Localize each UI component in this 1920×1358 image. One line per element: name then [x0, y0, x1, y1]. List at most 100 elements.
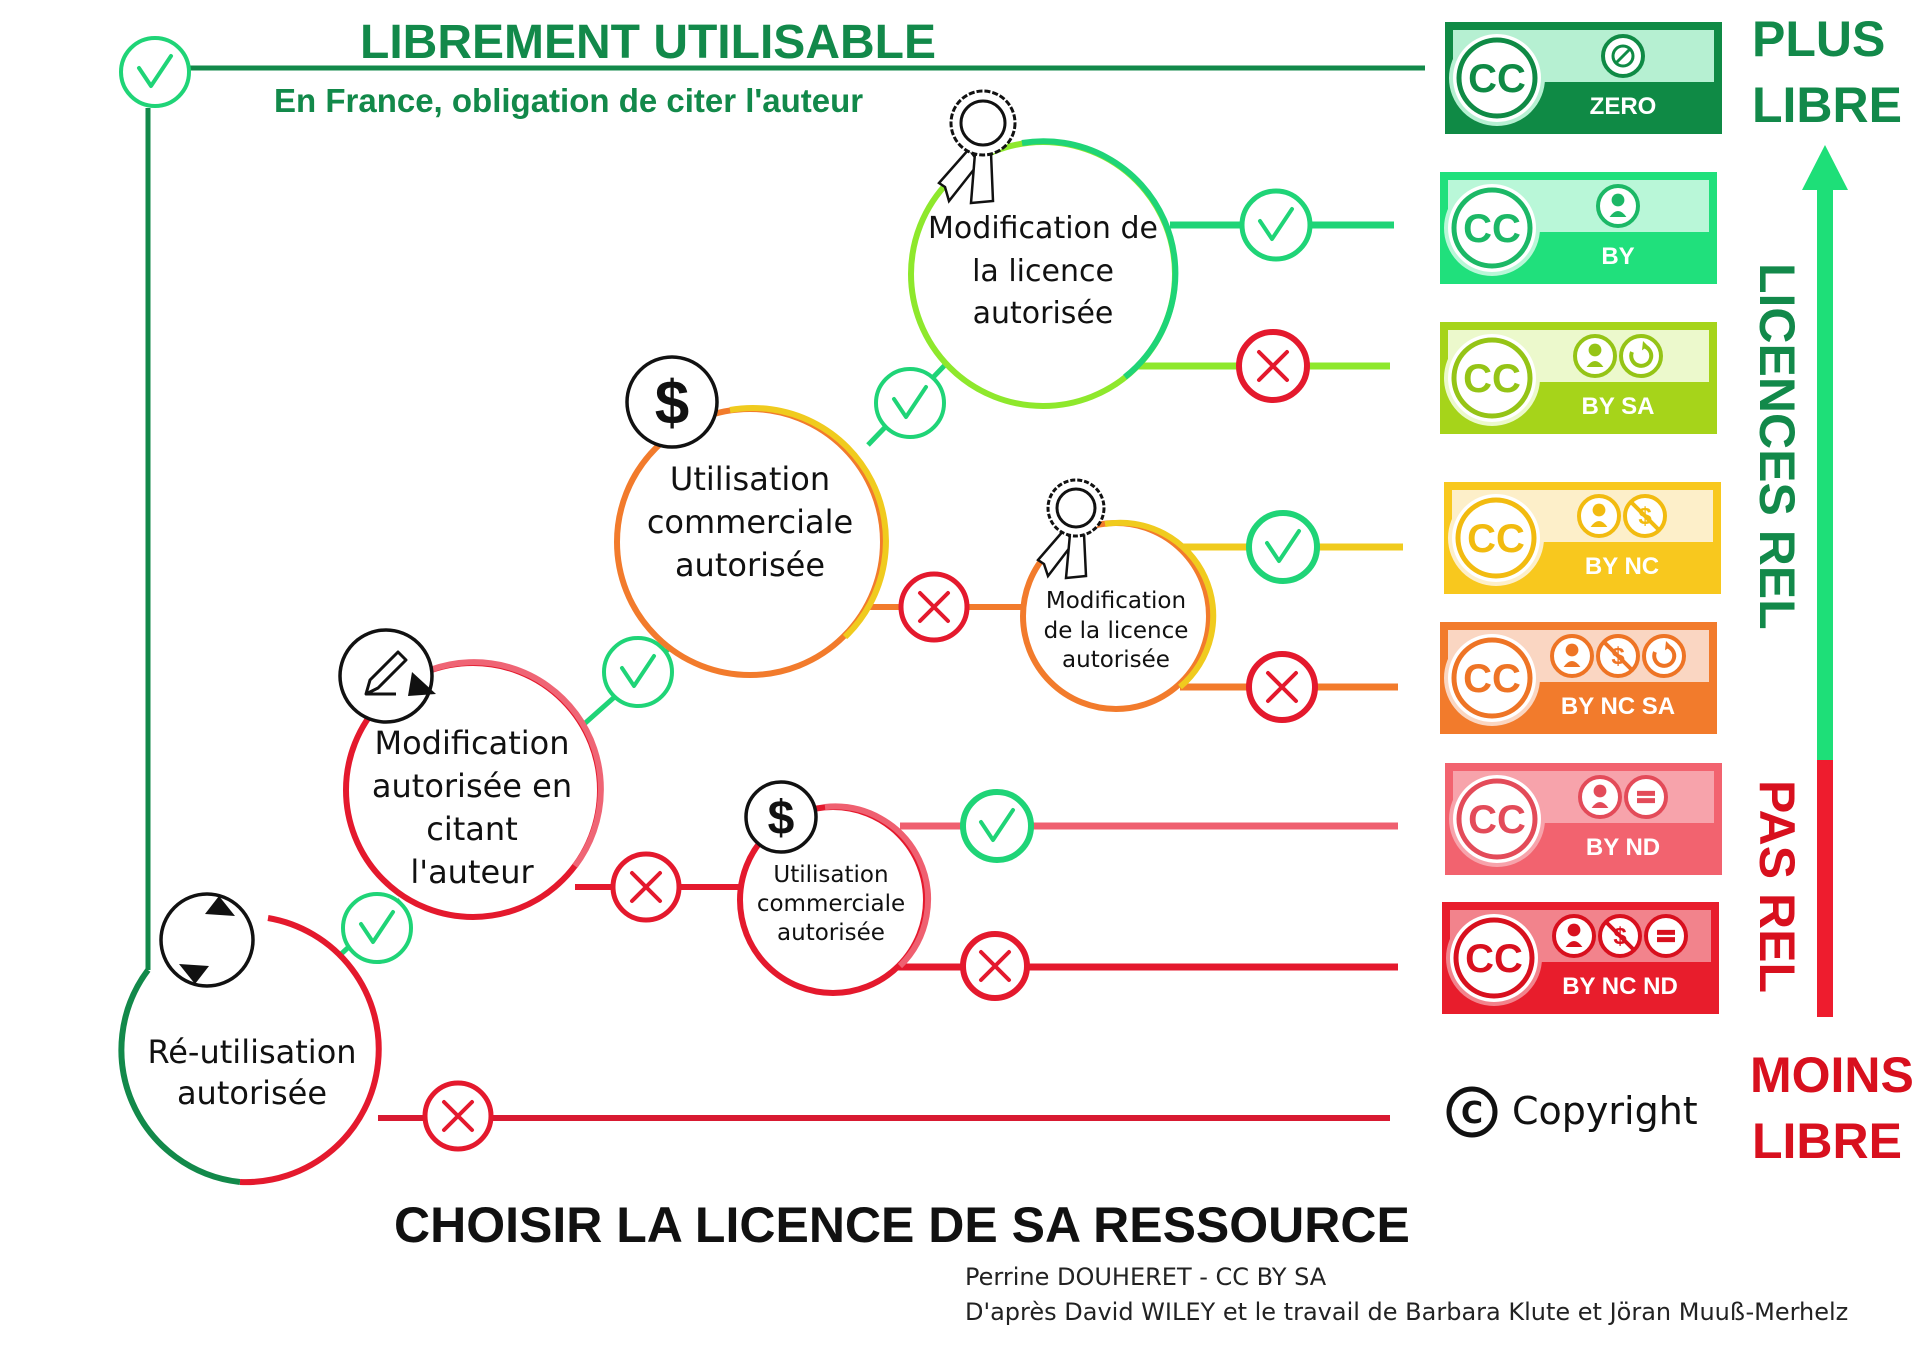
- license-terms: BY NC ND: [1562, 973, 1678, 1000]
- cross-icon: [1246, 651, 1318, 723]
- top-title: LIBREMENT UTILISABLE: [360, 16, 936, 69]
- no-derivatives-icon: [1624, 775, 1668, 819]
- node-ring: [614, 406, 886, 678]
- cc-mark: CC: [1467, 517, 1525, 561]
- node-license-mod-b: Modification de la licence autorisée: [1020, 478, 1320, 723]
- check-icon: [602, 636, 674, 708]
- cc-logo-icon: CC: [1449, 30, 1545, 126]
- cross-icon: [960, 931, 1030, 1001]
- node-label-line: la licence: [972, 254, 1114, 289]
- license-terms: BY NC SA: [1561, 693, 1675, 720]
- no-derivatives-icon: [1644, 914, 1688, 958]
- copyright-icon: C: [1446, 1086, 1498, 1138]
- non-commercial-icon: $: [1596, 634, 1640, 678]
- arrow-up-icon: [1802, 145, 1848, 190]
- node-commercial-b: Utilisation commerciale autorisée $: [737, 780, 1034, 1001]
- attribution-icon: [1596, 184, 1640, 228]
- page-title: CHOISIR LA LICENCE DE SA RESSOURCE: [394, 1197, 1410, 1253]
- node-label-line: Ré-utilisation: [147, 1033, 356, 1071]
- cc-mark: CC: [1465, 937, 1523, 981]
- cc-logo-icon: CC: [1449, 771, 1545, 867]
- cross-icon: [610, 851, 682, 923]
- license-terms: BY ND: [1586, 834, 1660, 861]
- node-commercial-a: Utilisation commerciale autorisée $: [614, 355, 970, 678]
- copyright-symbol: C: [1461, 1096, 1483, 1131]
- node-license-mod-a: Modification de la licence autorisée: [908, 89, 1313, 409]
- node-label-line: citant: [426, 810, 517, 848]
- cc-logo-icon: CC: [1444, 630, 1540, 726]
- pencil-edit-icon: [338, 628, 436, 724]
- non-rel-label: PAS REL: [1749, 780, 1805, 993]
- node-label-line: Modification: [1046, 588, 1186, 614]
- cc-mark: CC: [1463, 657, 1521, 701]
- node-label-line: Modification: [374, 724, 569, 762]
- node-label-line: autorisée: [973, 296, 1114, 331]
- node-ring-red: [239, 915, 382, 1186]
- check-icon: [874, 367, 946, 439]
- node-label-line: Modification de: [928, 211, 1158, 246]
- node-label-line: autorisée: [675, 546, 825, 584]
- check-icon: [1239, 188, 1313, 262]
- node-reuse: Ré-utilisation autorisée: [118, 892, 494, 1186]
- cross-icon: [1236, 329, 1310, 403]
- license-badge-cc0[interactable]: CC ZERO: [1445, 22, 1722, 134]
- top-subtitle: En France, obligation de citer l'auteur: [274, 82, 863, 119]
- award-ribbon-icon: [1036, 478, 1106, 580]
- reuse-cycle-icon: [159, 892, 255, 988]
- scale-bar-rel: [1817, 188, 1833, 760]
- attribution-icon: [1552, 914, 1596, 958]
- cc-mark: CC: [1463, 207, 1521, 251]
- attribution-icon: [1573, 334, 1617, 378]
- node-label-line: commerciale: [757, 891, 905, 917]
- dollar-icon: $: [744, 780, 818, 854]
- award-ribbon-icon: [937, 89, 1017, 205]
- node-label-line: autorisée en: [372, 767, 572, 805]
- check-icon: [119, 36, 191, 108]
- public-domain-branch: LIBREMENT UTILISABLE En France, obligati…: [119, 16, 1425, 970]
- license-terms: ZERO: [1590, 93, 1657, 120]
- node-label-line: commerciale: [647, 503, 853, 541]
- share-alike-icon: [1642, 634, 1686, 678]
- svg-text:$: $: [655, 369, 689, 438]
- cc-mark: CC: [1468, 57, 1526, 101]
- license-badge-by-nc-nd[interactable]: CC $ BY NC ND: [1442, 902, 1719, 1014]
- cross-icon: [898, 571, 970, 643]
- zero-icon: [1601, 34, 1645, 78]
- attribution-icon: [1578, 775, 1622, 819]
- cross-icon: [422, 1080, 494, 1152]
- node-label-line: autorisée: [1062, 647, 1170, 673]
- cc-logo-icon: CC: [1448, 490, 1544, 586]
- license-badge-by-sa[interactable]: CC BY SA: [1440, 322, 1717, 434]
- license-badge-by-nd[interactable]: CC BY ND: [1445, 763, 1722, 875]
- node-label-line: autorisée: [777, 920, 885, 946]
- non-commercial-icon: $: [1598, 914, 1642, 958]
- scale-top-line-2: LIBRE: [1752, 77, 1902, 133]
- copyright-entry: C Copyright: [1446, 1086, 1698, 1138]
- check-icon: [341, 892, 413, 964]
- share-alike-icon: [1619, 334, 1663, 378]
- cc-logo-icon: CC: [1444, 330, 1540, 426]
- non-commercial-icon: $: [1623, 494, 1667, 538]
- attribution-icon: [1550, 634, 1594, 678]
- node-ring-green: [118, 968, 241, 1185]
- credit-source: D'après David WILEY et le travail de Bar…: [965, 1298, 1848, 1326]
- cc-logo-icon: CC: [1444, 180, 1540, 276]
- license-badge-by[interactable]: CC BY: [1440, 172, 1717, 284]
- scale-bar-non-rel: [1817, 760, 1833, 1017]
- svg-text:$: $: [768, 792, 795, 845]
- attribution-icon: [1577, 494, 1621, 538]
- license-terms: BY SA: [1582, 393, 1655, 420]
- scale-bottom-line-2: LIBRE: [1752, 1113, 1902, 1169]
- cc-mark: CC: [1468, 798, 1526, 842]
- license-badge-by-nc[interactable]: CC$BY NC: [1444, 482, 1721, 594]
- node-modification: Modification autorisée en citant l'auteu…: [338, 628, 682, 923]
- cc-mark: CC: [1463, 357, 1521, 401]
- credit-author: Perrine DOUHERET - CC BY SA: [965, 1263, 1327, 1291]
- check-icon: [1246, 510, 1320, 584]
- license-badge-by-nc-sa[interactable]: CC $ BY NC SA: [1440, 622, 1717, 734]
- node-label-line: de la licence: [1044, 618, 1189, 644]
- cc-logo-icon: CC: [1446, 910, 1542, 1006]
- license-terms: BY: [1601, 243, 1634, 270]
